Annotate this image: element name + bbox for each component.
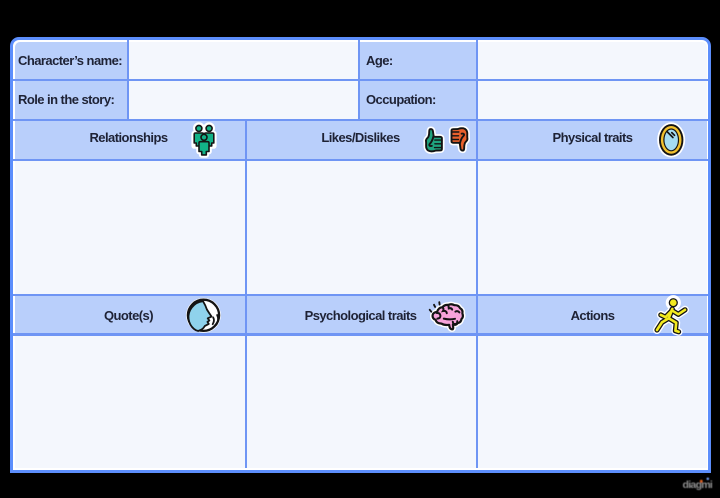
svg-text:diagmi: diagmi bbox=[683, 479, 713, 491]
